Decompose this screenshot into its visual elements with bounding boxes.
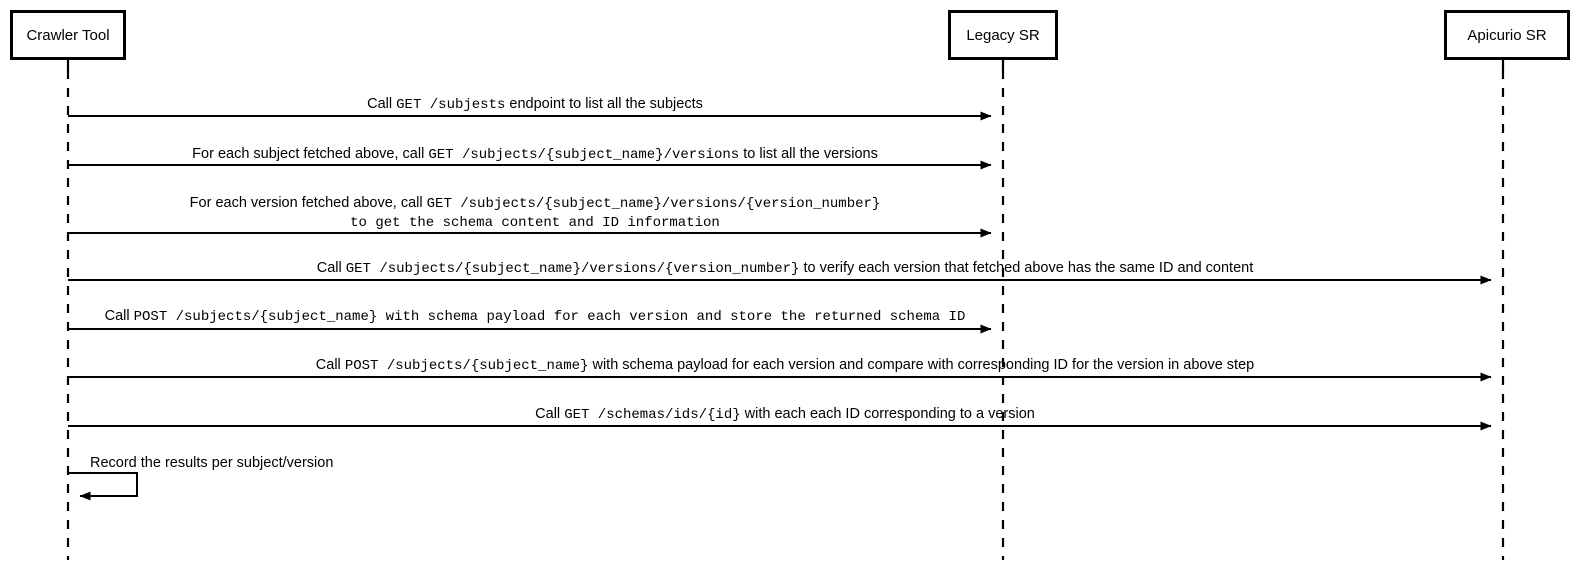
participant-label-crawler: Crawler Tool	[26, 27, 109, 44]
message-label-1: Call GET /subjests endpoint to list all …	[367, 96, 703, 113]
message-2[interactable]: For each subject fetched above, call GET…	[68, 146, 992, 170]
participant-crawler[interactable]: Crawler Tool	[10, 10, 126, 60]
participant-box-legacy	[948, 10, 1058, 60]
messages-group: Call GET /subjests endpoint to list all …	[68, 96, 1492, 501]
message-5[interactable]: Call POST /subjects/{subject_name} with …	[68, 308, 992, 334]
message-7[interactable]: Call GET /schemas/ids/{id} with each eac…	[68, 406, 1492, 431]
message-label-3-line-1: For each version fetched above, call GET…	[190, 195, 881, 212]
participant-legacy[interactable]: Legacy SR	[948, 10, 1058, 60]
message-label-5: Call POST /subjects/{subject_name} with …	[105, 308, 966, 325]
participant-box-apicurio	[1444, 10, 1570, 60]
message-3[interactable]: For each version fetched above, call GET…	[68, 195, 992, 238]
message-6[interactable]: Call POST /subjects/{subject_name} with …	[68, 357, 1492, 382]
message-1[interactable]: Call GET /subjests endpoint to list all …	[68, 96, 992, 121]
lifelines-group	[66, 60, 1505, 560]
message-arrow-8	[68, 472, 138, 501]
message-4[interactable]: Call GET /subjects/{subject_name}/versio…	[68, 260, 1492, 285]
message-label-3-line-2: to get the schema content and ID informa…	[350, 215, 720, 231]
message-label-6: Call POST /subjects/{subject_name} with …	[316, 357, 1254, 374]
participant-label-legacy: Legacy SR	[966, 27, 1040, 44]
message-label-8: Record the results per subject/version	[90, 455, 333, 471]
message-label-7: Call GET /schemas/ids/{id} with each eac…	[535, 406, 1035, 423]
message-8[interactable]: Record the results per subject/version	[68, 455, 333, 501]
participants-group: Crawler Tool Legacy SR Apicurio SR	[10, 10, 1570, 60]
participant-box-crawler	[10, 10, 126, 60]
message-label-4: Call GET /subjects/{subject_name}/versio…	[317, 260, 1254, 277]
participant-apicurio[interactable]: Apicurio SR	[1444, 10, 1570, 60]
message-label-2: For each subject fetched above, call GET…	[192, 146, 878, 163]
participant-label-apicurio: Apicurio SR	[1467, 27, 1546, 44]
